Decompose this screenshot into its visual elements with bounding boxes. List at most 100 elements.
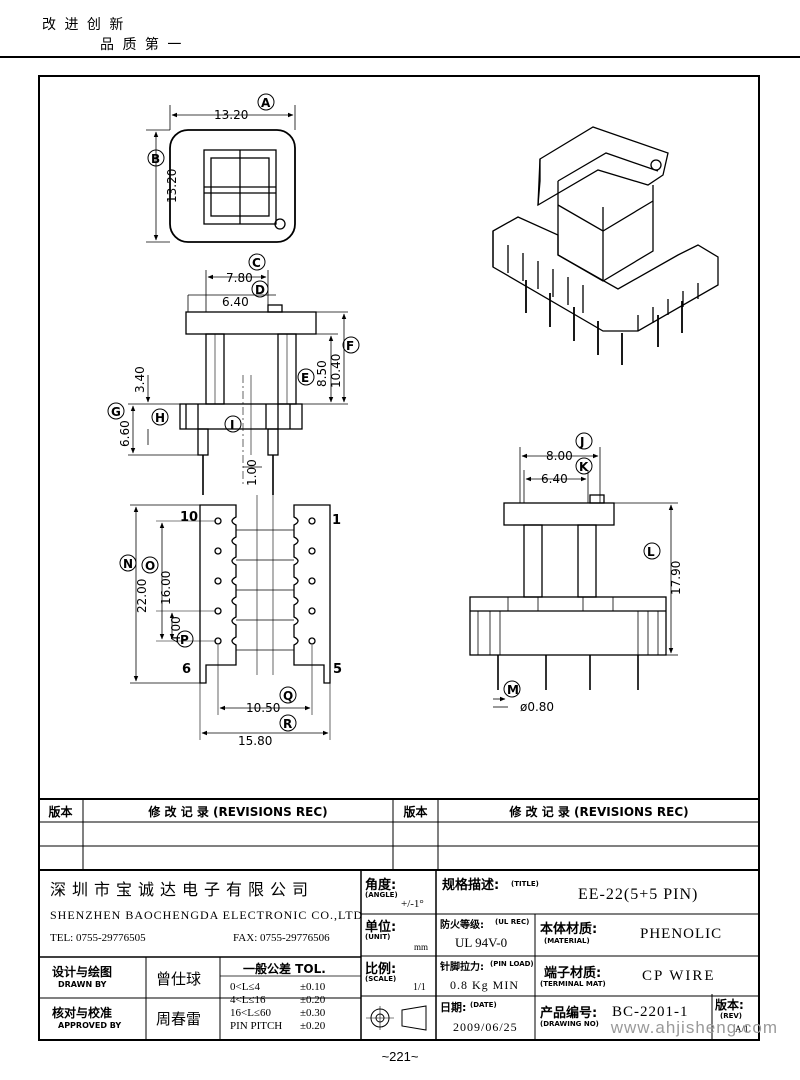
scale-label: 比例: [365,962,397,977]
front-view [128,270,348,495]
pinload-value: 0.8 Kg MIN [450,978,519,992]
tol-value-1: ±0.10 [300,981,326,993]
terminal-label: 端子材质: [544,966,602,981]
unit-label: 单位: [365,920,397,935]
tol-range-3: 16<L≤60 [230,1007,271,1019]
date-en: (DATE) [470,1001,497,1009]
drawing-frame [38,75,760,1041]
dim-e-value: 8.50 [315,360,329,387]
dim-q-tag: Q [283,689,293,703]
drawingno-value: BC-2201-1 [612,1004,689,1020]
tol-range-2: 4<L≤16 [230,994,266,1006]
dim-h-tag: H [155,411,165,425]
side-view [469,447,678,708]
company-fax: FAX: 0755-29776506 [233,932,330,944]
dim-r-value: 15.80 [238,734,272,748]
dim-j-value: 8.00 [546,449,573,463]
dim-f-value: 10.40 [329,354,343,388]
ulrec-label: 防火等级: [440,920,484,931]
projection-symbol [366,1005,427,1031]
angle-value: +/-1° [401,898,424,910]
dim-p-tag: P [180,633,189,647]
slogan-line-1: 改 进 创 新 [42,17,126,33]
dim-b-tag: B [151,152,160,166]
dim-p-value: 4.00 [169,616,183,643]
date-label: 日期: [440,1001,467,1014]
pin-10-label: 10 [180,510,198,525]
dim-a-value: 13.20 [214,108,248,122]
rev-label: 版本: [715,998,744,1012]
dim-l-value: 17.90 [669,561,683,595]
company-tel: TEL: 0755-29776505 [50,932,146,944]
scale-value: 1/1 [413,982,426,993]
dim-n-value: 22.00 [135,579,149,613]
technical-drawing: 13.20 A 13.20 B [107,93,719,748]
dim-i-value: 1.00 [245,459,259,486]
dim-e-tag: E [301,371,309,385]
dim-g-tag: G [111,405,121,419]
top-view [146,105,296,243]
revision-ver-header-2: 版本 [403,804,428,819]
drawnby-value: 曾仕球 [156,972,202,988]
scale-en: (SCALE) [365,975,397,983]
dim-c-value: 7.80 [226,271,253,285]
dim-c-tag: C [252,256,261,270]
material-en: (MATERIAL) [544,937,590,945]
ulrec-en: (UL REC) [495,918,530,926]
pin-5-label: 5 [333,662,342,677]
dim-r-tag: R [283,717,292,731]
dim-d-value: 6.40 [222,295,249,309]
dim-f-tag: F [346,339,354,353]
material-label: 本体材质: [540,922,598,937]
dim-m-value: ø0.80 [520,700,554,714]
terminal-en: (TERMINAL MAT) [540,980,606,988]
tol-range-4: PIN PITCH [230,1020,283,1032]
pinload-label: 针脚拉力: [440,962,484,973]
rev-en: (REV) [720,1012,742,1020]
drawingno-label: 产品编号: [540,1006,598,1021]
dim-h-value: 3.40 [133,366,147,393]
dim-j-tag: J [579,435,584,449]
angle-label: 角度: [365,878,397,893]
unit-value: mm [414,942,429,952]
company-name-cn: 深 圳 市 宝 诚 达 电 子 有 限 公 司 [50,882,310,899]
approved-value: 周春雷 [156,1012,202,1028]
terminal-value: CP WIRE [642,968,716,984]
tol-value-4: ±0.20 [300,1020,326,1032]
dim-g-value: 6.60 [118,420,132,447]
dim-l-tag: L [647,545,655,559]
pinload-en: (PIN LOAD) [490,960,534,968]
angle-en: (ANGLE) [365,891,398,899]
dim-o-tag: O [145,559,155,573]
title-label: 规格描述: [442,878,500,893]
approved-label: 核对与校准 [52,1006,113,1020]
drawnby-label: 设计与绘图 [52,965,113,979]
title-en: (TITLE) [511,880,539,888]
titleblock-grid [38,798,760,1041]
bottom-view [130,495,331,740]
dim-q-value: 10.50 [246,701,280,715]
approved-en: APPROVED BY [58,1021,122,1030]
dim-a-tag: A [261,96,271,110]
drawingno-en: (DRAWING NO) [540,1020,599,1028]
tol-value-2: ±0.20 [300,994,326,1006]
dim-k-tag: K [579,460,589,474]
company-name-en: SHENZHEN BAOCHENGDA ELECTRONIC CO.,LTD [50,908,364,922]
pin-1-label: 1 [332,513,341,528]
unit-en: (UNIT) [365,933,391,941]
page-number: ~221~ [381,1049,419,1064]
dim-d-tag: D [255,283,265,297]
dim-i-tag: I [230,418,234,432]
revision-rec-header: 修 改 记 录 (REVISIONS REC) [148,804,328,819]
tol-value-3: ±0.30 [300,1007,326,1019]
pin-6-label: 6 [182,662,191,677]
ulrec-value: UL 94V-0 [455,935,508,950]
dim-k-value: 6.40 [541,472,568,486]
rev-value: A/1 [735,1024,749,1034]
revision-rec-header-2: 修 改 记 录 (REVISIONS REC) [509,804,689,819]
dim-b-value: 13.20 [165,169,179,203]
header-rule [0,56,800,58]
tolerance-title: 一般公差 TOL. [243,962,326,976]
dim-n-tag: N [123,557,133,571]
watermark: www.ahjisheng.com [610,1018,778,1037]
